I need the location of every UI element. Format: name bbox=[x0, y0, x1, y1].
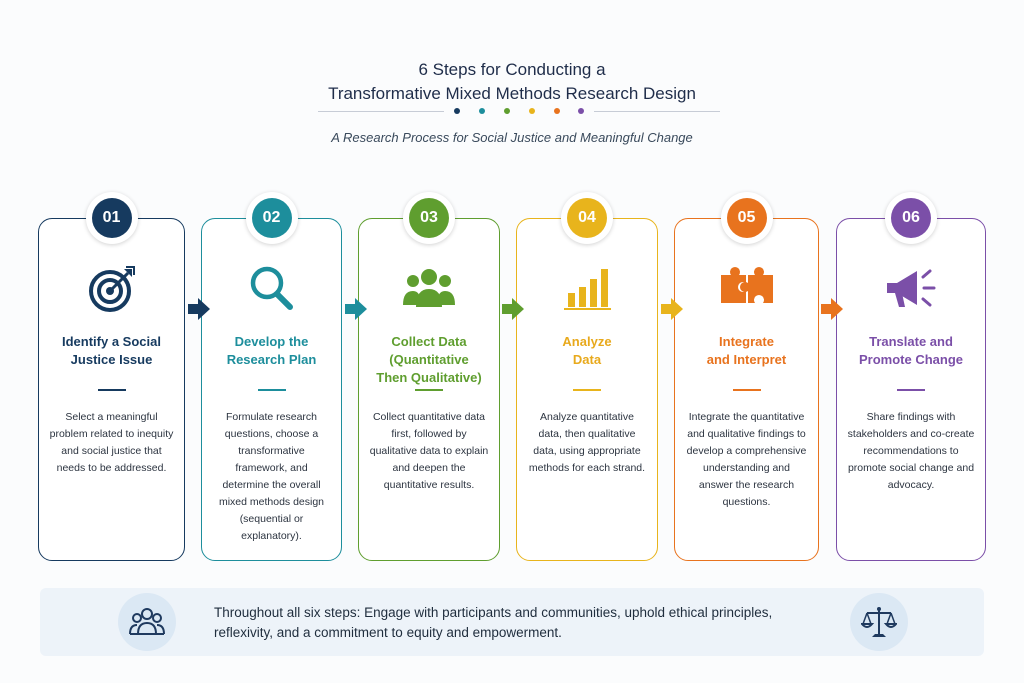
target-icon bbox=[84, 261, 140, 317]
dot-5 bbox=[554, 108, 560, 114]
step-separator bbox=[573, 389, 601, 391]
step-number: 01 bbox=[91, 198, 132, 238]
bar-chart-icon bbox=[559, 261, 615, 317]
megaphone-icon bbox=[883, 261, 939, 317]
step-description: Select a meaningful problem related to i… bbox=[49, 411, 174, 474]
step-description: Integrate the quantitative and qualitati… bbox=[686, 411, 807, 508]
title-rule-right bbox=[594, 111, 720, 112]
puzzle-icon bbox=[719, 261, 775, 317]
dot-4 bbox=[529, 108, 535, 114]
step-badge: 02 bbox=[245, 192, 298, 244]
step-description: Formulate research questions, choose a t… bbox=[218, 411, 325, 542]
step-description: Share findings with stakeholders and co-… bbox=[847, 411, 975, 491]
title-rule-left bbox=[318, 111, 444, 112]
step-separator bbox=[97, 389, 126, 391]
footer-text: Throughout all six steps: Engage with pa… bbox=[214, 605, 773, 640]
step-number: 05 bbox=[726, 198, 767, 238]
step-description: Analyze quantitative data, then qualitat… bbox=[528, 411, 646, 474]
step-number: 02 bbox=[251, 198, 292, 238]
title-line-1: 6 Steps for Conducting a bbox=[418, 60, 606, 80]
magnifier-icon bbox=[244, 261, 300, 317]
arrow-right-icon bbox=[500, 296, 526, 322]
step-badge: 05 bbox=[720, 192, 773, 244]
scales-of-justice-icon bbox=[850, 593, 908, 651]
title-line-2: Transformative Mixed Methods Research De… bbox=[328, 84, 696, 104]
page-title: 6 Steps for Conducting a Transformative … bbox=[0, 58, 1024, 106]
people-group-icon bbox=[401, 261, 457, 317]
step-separator bbox=[732, 389, 761, 391]
dot-6 bbox=[578, 108, 584, 114]
step-badge: 01 bbox=[85, 192, 138, 244]
step-number: 03 bbox=[409, 198, 449, 238]
step-badge: 06 bbox=[885, 192, 937, 244]
arrow-right-icon bbox=[819, 296, 845, 322]
arrow-right-icon bbox=[186, 296, 212, 322]
step-badge: 04 bbox=[561, 192, 613, 244]
step-number: 06 bbox=[891, 198, 931, 238]
footer-banner: Throughout all six steps: Engage with pa… bbox=[40, 588, 984, 656]
step-separator bbox=[415, 389, 443, 391]
community-icon bbox=[118, 593, 176, 651]
dot-3 bbox=[504, 108, 510, 114]
color-dots bbox=[454, 108, 584, 116]
arrow-right-icon bbox=[659, 296, 685, 322]
step-separator bbox=[257, 389, 286, 391]
step-number: 04 bbox=[567, 198, 607, 238]
dot-2 bbox=[479, 108, 485, 114]
arrow-right-icon bbox=[343, 296, 369, 322]
page-subtitle: A Research Process for Social Justice an… bbox=[331, 130, 693, 145]
dot-1 bbox=[454, 108, 460, 114]
step-badge: 03 bbox=[403, 192, 455, 244]
step-description: Collect quantitative data first, followe… bbox=[369, 411, 489, 491]
step-separator bbox=[897, 389, 925, 391]
